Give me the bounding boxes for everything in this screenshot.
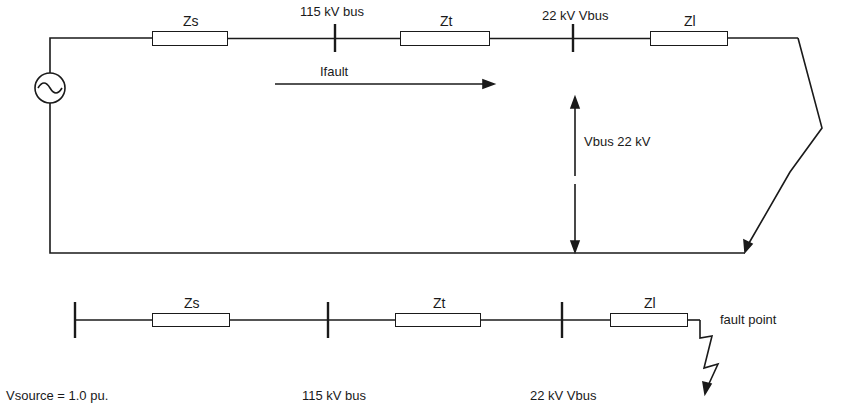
arrow-head	[571, 97, 579, 108]
wire	[728, 37, 798, 39]
impedance-box: Zt	[400, 31, 490, 46]
impedance-box: Zs	[152, 313, 230, 327]
fault-symbol	[700, 320, 718, 388]
wire	[50, 38, 152, 73]
sine-wave	[38, 83, 62, 93]
text-label: 115 kV bus	[298, 4, 366, 19]
return-wire	[50, 103, 745, 253]
arrow-head	[571, 241, 579, 252]
arrow-head	[703, 382, 711, 394]
impedance-label: Zs	[184, 295, 200, 311]
text-label: 22 kV Vbus	[540, 8, 611, 23]
wire	[481, 319, 610, 321]
wire	[688, 319, 700, 321]
text-label: Vbus 22 kV	[582, 134, 653, 149]
arrow-head	[744, 240, 752, 252]
wire	[75, 319, 152, 321]
impedance-label: Zt	[440, 13, 452, 29]
impedance-box: Zl	[650, 31, 728, 46]
text-label: Ifault	[318, 64, 350, 79]
voltage-arrow	[574, 184, 576, 246]
arrow-head	[483, 80, 494, 88]
impedance-label: Zl	[644, 295, 656, 311]
impedance-label: Zl	[684, 13, 696, 29]
impedance-label: Zt	[433, 295, 445, 311]
impedance-box: Zs	[152, 31, 228, 46]
impedance-box: Zl	[610, 313, 688, 327]
wire	[228, 38, 400, 40]
text-label: 115 kV bus	[300, 388, 368, 403]
wire	[230, 319, 395, 321]
current-arrow	[275, 83, 488, 85]
impedance-label: Zs	[183, 13, 199, 29]
text-label: 22 kV Vbus	[528, 388, 599, 403]
impedance-box: Zt	[395, 313, 481, 327]
wire	[490, 38, 650, 40]
source-symbol	[35, 73, 65, 103]
text-label: fault point	[718, 312, 778, 327]
voltage-arrow	[574, 104, 576, 176]
fault-zigzag	[745, 38, 822, 250]
text-label: Vsource = 1.0 pu.	[4, 388, 110, 403]
